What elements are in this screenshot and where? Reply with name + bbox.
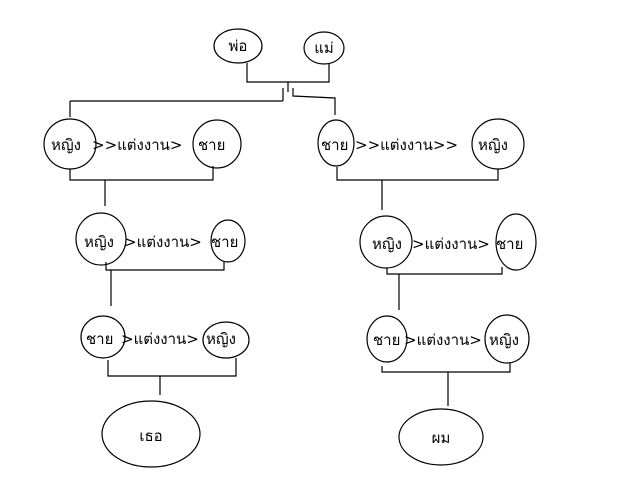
right-child-label: ผม (432, 429, 451, 447)
left-gen3-woman-ellipse (202, 321, 250, 359)
right-gen3-man-label: ชาย (373, 331, 400, 349)
parents-connector (246, 63, 330, 83)
left-gen3-marriage-label: >แต่งงาน> (121, 330, 199, 348)
right-gen1-man-ellipse (317, 119, 355, 167)
right-gen2-marriage-label: >แต่งงาน> (412, 235, 490, 253)
right-gen2-man-ellipse (495, 213, 537, 271)
left-gen3-man-ellipse (80, 315, 126, 359)
left-child-ellipse (101, 400, 201, 468)
right-gen3-connector (381, 363, 511, 373)
right-gen2-woman-ellipse (359, 215, 413, 269)
right-gen3-woman-label: หญิง (489, 331, 519, 349)
left-gen1-man-label: ชาย (198, 136, 225, 154)
right-gen1-woman-label: หญิง (478, 136, 508, 154)
right-gen2-man-label: ชาย (496, 235, 523, 253)
left-gen2-marriage-label: >แต่งงาน> (124, 233, 202, 251)
left-gen2-connector (105, 261, 225, 271)
left-gen3-connector (107, 358, 237, 377)
mother-ellipse (303, 31, 345, 65)
right-branch-line (292, 88, 336, 115)
left-gen1-man-ellipse (192, 119, 242, 169)
left-gen2-woman-ellipse (75, 212, 127, 266)
mother-label: แม่ (314, 39, 334, 57)
left-gen1-woman-label: หญิง (51, 136, 81, 154)
right-gen1-connector (336, 167, 499, 181)
right-gen2-woman-label: หญิง (372, 235, 402, 253)
right-gen2-connector (386, 267, 503, 275)
left-gen1-connector (69, 166, 214, 181)
father-label: พ่อ (229, 37, 248, 55)
left-child-label: เธอ (139, 427, 162, 445)
right-gen3-man-ellipse (366, 315, 408, 363)
left-gen2-woman-label: หญิง (84, 233, 114, 251)
right-gen1-marriage-label: >>แต่งงาน>> (355, 136, 458, 154)
left-gen2-man-ellipse (210, 219, 246, 263)
right-gen1-man-label: ชาย (321, 136, 348, 154)
left-gen1-marriage-label: >>แต่งงาน> (92, 136, 182, 154)
left-gen3-woman-label: หญิง (206, 330, 236, 348)
right-gen3-woman-ellipse (484, 314, 530, 364)
left-gen3-man-label: ชาย (86, 330, 113, 348)
left-gen2-man-label: ชาย (211, 233, 238, 251)
right-gen3-marriage-label: >แต่งงาน> (404, 331, 482, 349)
father-ellipse (213, 28, 263, 64)
right-child-ellipse (398, 408, 484, 466)
